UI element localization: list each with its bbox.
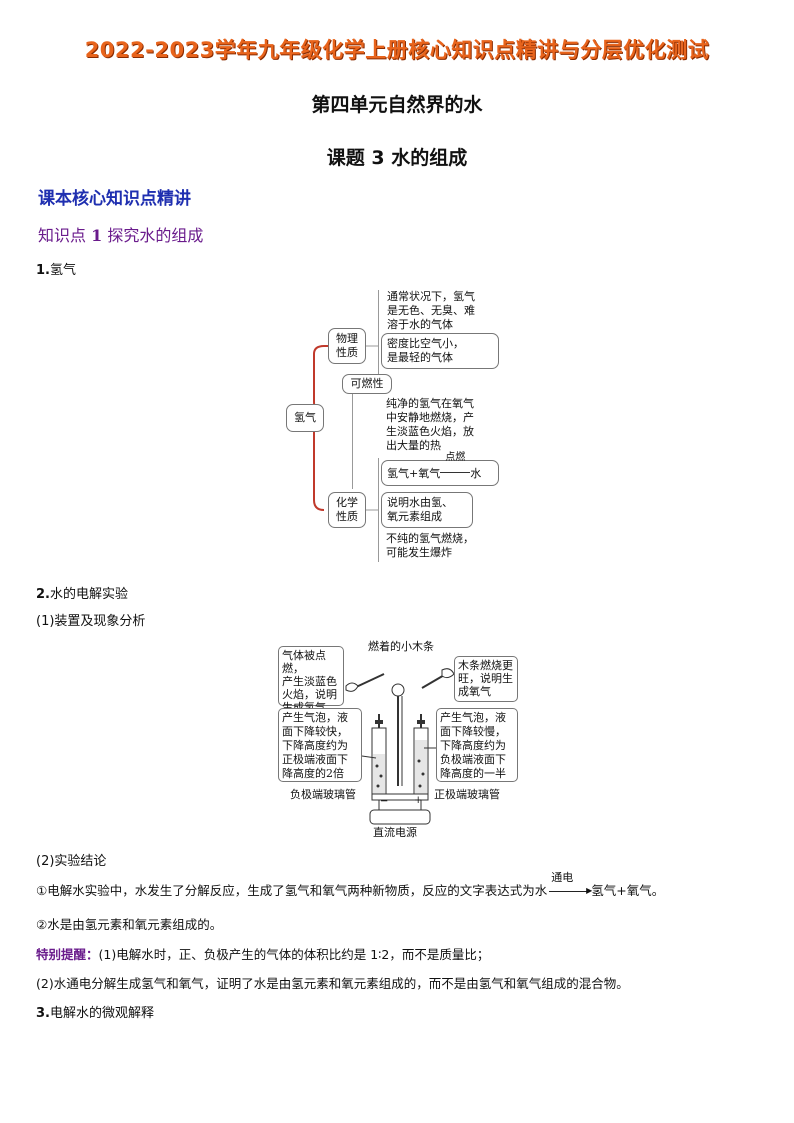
- special-tip-1: 特别提醒：(1)电解水时，正、负极产生的气体的体积比约是 1∶2，而不是质量比；: [36, 944, 489, 963]
- fig-box-negative: 产生气泡，液 面下降较快， 下降高度约为 正极端液面下 降高度的2倍: [278, 708, 362, 782]
- combustible-node: 可燃性: [342, 374, 392, 394]
- eq-right: 水: [470, 467, 482, 480]
- fig-line: 面下降较慢，: [440, 725, 506, 738]
- fig-line: 负极端液面下: [440, 753, 506, 766]
- equation-box: 氢气+氧气点燃水: [381, 453, 499, 486]
- eq-condition: 点燃: [445, 452, 466, 463]
- explain-box: 说明水由氢、 氧元素组成: [381, 492, 473, 528]
- conclusion-1-text: ①电解水实验中，水发生了分解反应，生成了氢气和氧气两种新物质，反应的文字表达式为…: [36, 883, 548, 898]
- fig-line: 面下降较快，: [282, 725, 348, 738]
- phys-box2: 密度比空气小， 是最轻的气体: [381, 333, 499, 369]
- special-tip-2: (2)水通电分解生成氢气和氧气，证明了水是由氢元素和氧元素组成的，而不是由氢气和…: [36, 976, 629, 991]
- unit-title: 第四单元自然界的水: [311, 94, 483, 116]
- fig-line: 气体被点燃，: [282, 649, 326, 675]
- chem-brace: [352, 394, 353, 489]
- negative-tube-label: 负极端玻璃管: [290, 788, 356, 801]
- impure-line: 可能发生爆炸: [386, 546, 452, 559]
- electrolysis-label: 水的电解实验: [49, 587, 128, 602]
- fig-line: 降高度的一半: [440, 767, 506, 780]
- special-tip-label: 特别提醒：: [36, 947, 99, 962]
- impure-line: 不纯的氢气燃烧，: [386, 532, 474, 545]
- chem-label-1: 化学: [336, 496, 358, 509]
- physical-brace: [378, 290, 379, 374]
- physical-label-2: 性质: [336, 346, 358, 359]
- burn-line: 生淡蓝色火焰，放: [386, 425, 474, 438]
- hydrogen-label: 氢气: [49, 263, 76, 278]
- fig-line: 木条燃烧更: [458, 659, 513, 672]
- eq-left: 氢气+氧气: [387, 467, 441, 480]
- special-tip-1-text: (1)电解水时，正、负极产生的气体的体积比约是 1∶2，而不是质量比；: [98, 947, 490, 962]
- electrolysis-arrow: 通电 ▶: [549, 871, 593, 895]
- kp-title: 探究水的组成: [107, 226, 204, 245]
- micro-num: 3.: [36, 1006, 50, 1021]
- burning-stick-label: 燃着的小木条: [368, 640, 434, 653]
- power-source-label: 直流电源: [373, 826, 417, 839]
- fig-line: 下降高度约为: [440, 739, 506, 752]
- micro-label: 电解水的微观解释: [49, 1006, 154, 1021]
- document-title: 2022-2023学年九年级化学上册核心知识点精讲与分层优化测试: [84, 38, 710, 62]
- burn-box: 纯净的氢气在氧气 中安静地燃烧，产 生淡蓝色火焰，放 出大量的热: [380, 395, 498, 455]
- fig-line: 成氧气: [458, 685, 491, 698]
- fig-line: 火焰，说明: [282, 688, 337, 701]
- phys-box2-line: 是最轻的气体: [387, 351, 453, 364]
- fig-line: 旺，说明生: [458, 672, 513, 685]
- knowledge-point-heading: 知识点 1 探究水的组成: [38, 222, 203, 246]
- burn-line: 出大量的热: [386, 439, 441, 452]
- kp-prefix: 知识点: [38, 226, 87, 245]
- conclusion-1-products: 氢气+氧气。: [591, 883, 665, 898]
- electrolysis-num: 2.: [36, 587, 50, 602]
- physical-props-node: 物理 性质: [328, 328, 366, 364]
- apparatus-subheading: (1)装置及现象分析: [36, 614, 146, 629]
- physical-label-1: 物理: [336, 332, 358, 345]
- electrolysis-condition: 通电: [551, 871, 574, 884]
- phys-box1-line: 通常状况下，氢气: [387, 290, 475, 303]
- conclusion-subheading: (2)实验结论: [36, 854, 107, 869]
- conclusion-1: ①电解水实验中，水发生了分解反应，生成了氢气和氧气两种新物质，反应的文字表达式为…: [36, 871, 665, 899]
- chem-sub-brace: [378, 458, 379, 562]
- hydrogen-num: 1.: [36, 263, 50, 278]
- hydrogen-center-node: 氢气: [286, 404, 324, 432]
- plus-sign: +: [414, 795, 423, 806]
- electrolysis-heading: 2.水的电解实验: [36, 583, 128, 602]
- hydrogen-concept-map: 氢气 物理 性质 通常状况下，氢气 是无色、无臭、难 溶于水的气体 密度比空气小…: [280, 282, 510, 564]
- kp-number: 1: [91, 226, 103, 245]
- burn-line: 中安静地燃烧，产: [386, 411, 474, 424]
- fig-line: 降高度的2倍: [282, 767, 344, 780]
- lesson-title: 课题 3 水的组成: [326, 147, 468, 169]
- minus-sign: −: [380, 796, 389, 807]
- conclusion-2: ②水是由氢元素和氧元素组成的。: [36, 917, 223, 932]
- fig-box-oxygen-stick: 木条燃烧更 旺，说明生 成氧气: [454, 656, 518, 702]
- impure-box: 不纯的氢气燃烧， 可能发生爆炸: [380, 530, 498, 562]
- explain-line: 氧元素组成: [387, 510, 442, 523]
- section-heading: 课本核心知识点精讲: [38, 189, 191, 209]
- eq-arrow: 点燃: [440, 453, 471, 473]
- apparatus-drawing: [345, 668, 455, 825]
- fig-line: 产生气泡，液: [282, 711, 348, 724]
- explain-line: 说明水由氢、: [387, 496, 453, 509]
- fig-line: 产生淡蓝色: [282, 675, 337, 688]
- fig-box-hydrogen-ignite: 气体被点燃， 产生淡蓝色 火焰，说明 生成氢气: [278, 646, 344, 714]
- micro-heading: 3.电解水的微观解释: [36, 1002, 154, 1021]
- phys-box1-line: 是无色、无臭、难: [387, 304, 475, 317]
- phys-box1: 通常状况下，氢气 是无色、无臭、难 溶于水的气体: [381, 288, 499, 334]
- hydrogen-heading: 1.氢气: [36, 259, 76, 278]
- burn-line: 纯净的氢气在氧气: [386, 397, 474, 410]
- phys-box1-line: 溶于水的气体: [387, 318, 453, 331]
- fig-line: 产生气泡，液: [440, 711, 506, 724]
- fig-box-positive: 产生气泡，液 面下降较慢， 下降高度约为 负极端液面下 降高度的一半: [436, 708, 518, 782]
- electrolysis-figure: 燃着的小木条 气体被点燃， 产生淡蓝色 火焰，说明 生成氢气 木条燃烧更 旺，说…: [276, 636, 520, 839]
- fig-line: 下降高度约为: [282, 739, 348, 752]
- fig-line: 正极端液面下: [282, 753, 348, 766]
- phys-box2-line: 密度比空气小，: [387, 337, 464, 350]
- arrow-head-icon: ▶: [586, 886, 593, 895]
- chemical-props-node: 化学 性质: [328, 492, 366, 528]
- chem-label-2: 性质: [336, 510, 358, 523]
- positive-tube-label: 正极端玻璃管: [434, 788, 500, 801]
